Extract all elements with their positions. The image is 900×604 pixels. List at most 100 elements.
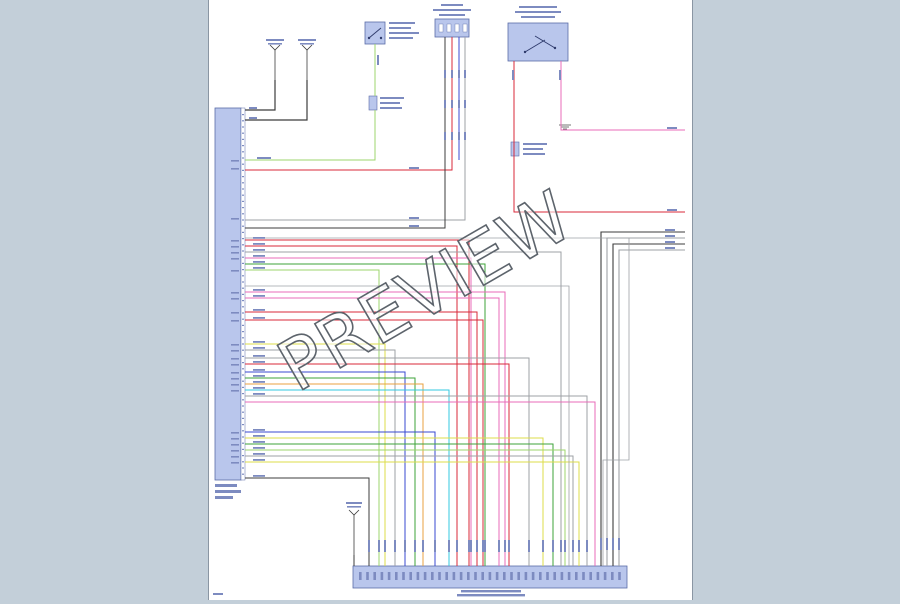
wire-label	[253, 375, 265, 377]
wire-label	[444, 100, 446, 108]
wire-label	[253, 309, 265, 311]
inline-connector-b-label	[523, 153, 545, 155]
pin-number	[438, 572, 441, 580]
pin-number	[539, 572, 542, 580]
main-module-pin-ticks	[231, 114, 244, 475]
wire-label	[409, 225, 419, 227]
wire-label	[253, 355, 265, 357]
wire-label	[606, 538, 608, 550]
wire-label	[253, 369, 265, 371]
pin-number	[242, 213, 244, 215]
pin-number	[445, 572, 448, 580]
pin-number	[611, 572, 614, 580]
wire-antenna-b	[245, 80, 308, 121]
wire-label	[253, 447, 265, 449]
pin-number	[596, 572, 600, 580]
pin-function-label	[231, 450, 239, 452]
wire-label	[504, 540, 506, 552]
pin-number	[242, 461, 244, 463]
pin-number	[242, 473, 244, 475]
pin-number	[467, 572, 470, 580]
wire-module-to-bottom-connector	[245, 291, 506, 566]
wire-label	[384, 540, 386, 552]
pin-number	[242, 169, 244, 171]
pin-number	[582, 572, 585, 580]
bottom-module-pin-ticks	[359, 572, 621, 580]
pin-function-label	[231, 444, 239, 446]
pin-number	[373, 572, 376, 580]
pin-number	[524, 572, 528, 580]
top-right-switch-assembly	[507, 22, 569, 62]
wire-module-to-bottom-connector	[245, 461, 580, 566]
wire-top-connector-signal	[245, 37, 466, 221]
wire-label	[378, 540, 380, 552]
wire-label	[665, 247, 675, 249]
wire-label	[253, 267, 265, 269]
pin-function-label	[231, 364, 239, 366]
pin-function-label	[231, 292, 239, 294]
pin-number	[242, 244, 244, 246]
pin-number	[242, 355, 244, 357]
wiring-diagram: PREVIEW	[213, 4, 685, 597]
top-right-switch-label	[519, 6, 557, 8]
wire-label	[498, 540, 500, 552]
pin-number	[242, 386, 244, 388]
pin-number	[380, 572, 384, 580]
wire-label	[665, 229, 675, 231]
wire-label	[667, 209, 677, 211]
pin-number	[416, 572, 420, 580]
wire-label	[253, 249, 265, 251]
pin-number	[402, 572, 405, 580]
main-module-caption	[215, 484, 237, 487]
pin-number	[242, 188, 244, 190]
wire-module-to-bottom-connector	[245, 269, 380, 566]
top-right-switch-label	[515, 11, 561, 13]
pin-number	[242, 293, 244, 295]
pin-function-label	[231, 456, 239, 458]
wire-right-bus	[600, 231, 685, 566]
pin-number	[242, 163, 244, 165]
relay-switch-label	[389, 22, 415, 24]
wire-label	[253, 243, 265, 245]
wire-label	[600, 538, 602, 550]
wire-label	[458, 70, 460, 78]
wire-label	[253, 341, 265, 343]
wire-label	[253, 237, 265, 239]
pin-function-label	[231, 240, 239, 242]
wiring-diagram-sheet: PREVIEW	[208, 0, 693, 600]
wire-label	[451, 70, 453, 78]
wire-label	[409, 217, 419, 219]
wire-label	[665, 241, 675, 243]
wire-module-to-bottom-connector	[245, 251, 562, 566]
pin-number	[242, 132, 244, 134]
pin-function-label	[231, 320, 239, 322]
wire-switch-assembly-power	[513, 61, 685, 213]
pin-number	[387, 572, 391, 580]
wire-module-to-bottom-connector	[245, 343, 386, 566]
antenna-icon	[298, 39, 316, 80]
wire-label	[586, 540, 588, 552]
top-center-connector-label	[441, 4, 463, 6]
pin-function-label	[231, 462, 239, 464]
pin-function-label	[231, 432, 239, 434]
pin-number	[242, 114, 244, 116]
wire-label	[451, 100, 453, 108]
pin-number	[242, 300, 244, 302]
pin-number	[553, 572, 556, 580]
pin-number	[242, 176, 244, 178]
wire-label	[444, 70, 446, 78]
pin-function-label	[231, 168, 239, 170]
pin-function-label	[231, 372, 239, 374]
wire-label	[394, 540, 396, 552]
wire-module-to-bottom-connector	[245, 363, 510, 566]
pin-function-label	[231, 258, 239, 260]
wire-label	[253, 435, 265, 437]
pin-number	[395, 572, 398, 580]
inline-connector-b-label	[523, 148, 543, 150]
preview-watermark: PREVIEW	[265, 175, 587, 408]
wire-label	[464, 132, 466, 140]
pin-number	[575, 572, 578, 580]
wire-label	[564, 540, 566, 552]
pin-number	[359, 572, 362, 580]
pin-number	[242, 200, 244, 202]
